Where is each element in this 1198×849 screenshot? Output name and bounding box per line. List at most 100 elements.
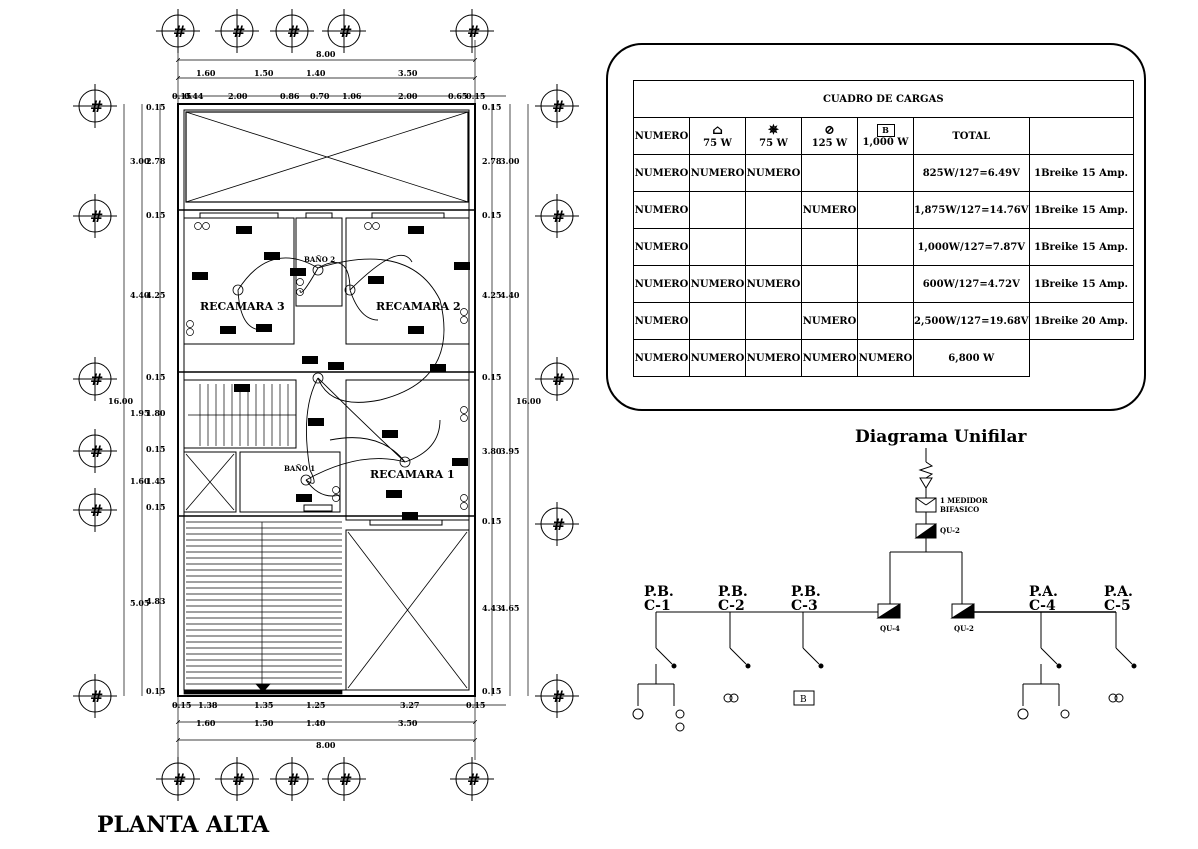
dimension-label: 3.80 <box>482 446 502 456</box>
axis-marker-right: # <box>535 84 579 128</box>
axis-marker-left: # <box>73 674 117 718</box>
table-cell <box>801 228 858 266</box>
dimension-label: 0.15 <box>172 700 191 710</box>
qu-right-label: QU-2 <box>954 624 974 633</box>
boiler-icon: B <box>800 695 807 705</box>
axis-marker-right: # <box>535 194 579 238</box>
dimension-label: 1.45 <box>146 476 165 486</box>
circuit-top-label: P.B. <box>644 584 674 600</box>
dimension-label: 0.15 <box>482 372 501 382</box>
dimension-label: 0.15 <box>146 372 165 382</box>
unifilar-title: Diagrama Unifilar <box>855 427 1027 447</box>
header-numero: NUMERO <box>633 117 690 155</box>
axis-marker-label: # <box>90 97 103 116</box>
dimension-label: 1.60 <box>196 718 216 728</box>
outlet-symbol <box>460 494 468 502</box>
circuit-tag <box>264 252 280 260</box>
dimension-label: 1.38 <box>198 700 218 710</box>
outlet-symbol <box>194 222 202 230</box>
table-cell: NUMERO <box>745 154 802 192</box>
circuit-tag <box>328 362 344 370</box>
table-cell: NUMERO <box>633 265 690 303</box>
circuit-tag <box>454 262 470 270</box>
table-cell: NUMERO <box>801 339 858 377</box>
dimension-label: 4.25 <box>482 290 501 300</box>
axis-marker-right: # <box>535 674 579 718</box>
axis-marker-top: # <box>450 9 494 53</box>
axis-marker-label: # <box>552 687 565 706</box>
table-cell: 1,000W/127=7.87V <box>913 228 1030 266</box>
dimension-label: 3.95 <box>500 446 519 456</box>
planta-title: PLANTA ALTA <box>97 812 270 838</box>
axis-marker-right: # <box>535 502 579 546</box>
table-cell <box>857 228 914 266</box>
circuit-tag <box>408 226 424 234</box>
axis-marker-label: # <box>232 22 245 41</box>
axis-marker-top: # <box>322 9 366 53</box>
dimension-label: 3.00 <box>500 156 520 166</box>
table-cell: NUMERO <box>801 302 858 340</box>
circuit-top-label: P.B. <box>718 584 748 600</box>
axis-marker-label: # <box>467 22 480 41</box>
dimension-label: 0.15 <box>146 502 165 512</box>
dimension-label: 2.78 <box>482 156 502 166</box>
table-cell <box>801 265 858 303</box>
dimension-label: 2.78 <box>146 156 166 166</box>
dimension-label: 0.15 <box>146 686 165 696</box>
outlet-symbols <box>186 222 468 510</box>
axis-marker-left: # <box>73 357 117 401</box>
circuit-top-label: P.A. <box>1104 584 1133 600</box>
table-cell: NUMERO <box>633 339 690 377</box>
circuit-tag <box>382 430 398 438</box>
dimension-label: 2.00 <box>398 91 418 101</box>
dimension-label: 1.50 <box>254 718 274 728</box>
dimension-label: 0.15 <box>466 700 485 710</box>
dimension-label: 1.60 <box>196 68 216 78</box>
circuit-tag <box>430 364 446 372</box>
outlet-symbol <box>186 320 194 328</box>
axis-marker-label: # <box>173 770 186 789</box>
axis-marker-top: # <box>215 9 259 53</box>
axis-marker-label: # <box>552 207 565 226</box>
outlet-symbol <box>460 316 468 324</box>
header-spotlight: ✵75 W <box>745 117 802 155</box>
axis-marker-left: # <box>73 194 117 238</box>
qu-left-label: QU-4 <box>880 624 900 633</box>
dimension-label: 1.60 <box>130 476 150 486</box>
circuit-tag <box>402 512 418 520</box>
axis-markers-top: ##################### <box>73 9 579 801</box>
dimension-label: 1.40 <box>306 68 326 78</box>
outlet-symbol <box>186 328 194 336</box>
table-cell <box>857 265 914 303</box>
table-cell <box>857 191 914 229</box>
axis-marker-top: # <box>270 9 314 53</box>
table-cell: NUMERO <box>689 265 746 303</box>
dimension-label: 0.15 <box>146 444 165 454</box>
axis-marker-label: # <box>287 770 300 789</box>
dimension-label: 0.15 <box>482 686 501 696</box>
dimension-label: 4.25 <box>146 290 165 300</box>
axis-marker-bottom: # <box>156 757 200 801</box>
table-cell: 1Breike 15 Amp. <box>1028 228 1134 266</box>
dimension-label: 1.06 <box>342 91 362 101</box>
table-cell: NUMERO <box>689 154 746 192</box>
table-cell: NUMERO <box>633 191 690 229</box>
table-cell <box>689 302 746 340</box>
table-cell: NUMERO <box>633 302 690 340</box>
table-cell <box>857 154 914 192</box>
dimension-label: 0.15 <box>172 91 191 101</box>
table-cell: 2,500W/127=19.68V <box>913 302 1030 340</box>
table-cell: NUMERO <box>633 154 690 192</box>
axis-marker-label: # <box>339 22 352 41</box>
dimension-label: 0.65 <box>448 91 467 101</box>
circuit-tag <box>220 326 236 334</box>
dimension-label: 0.15 <box>146 102 165 112</box>
axis-marker-left: # <box>73 84 117 128</box>
dimension-label: 2.00 <box>228 91 248 101</box>
axis-marker-label: # <box>90 207 103 226</box>
circuit-name-label: C-5 <box>1104 598 1131 614</box>
